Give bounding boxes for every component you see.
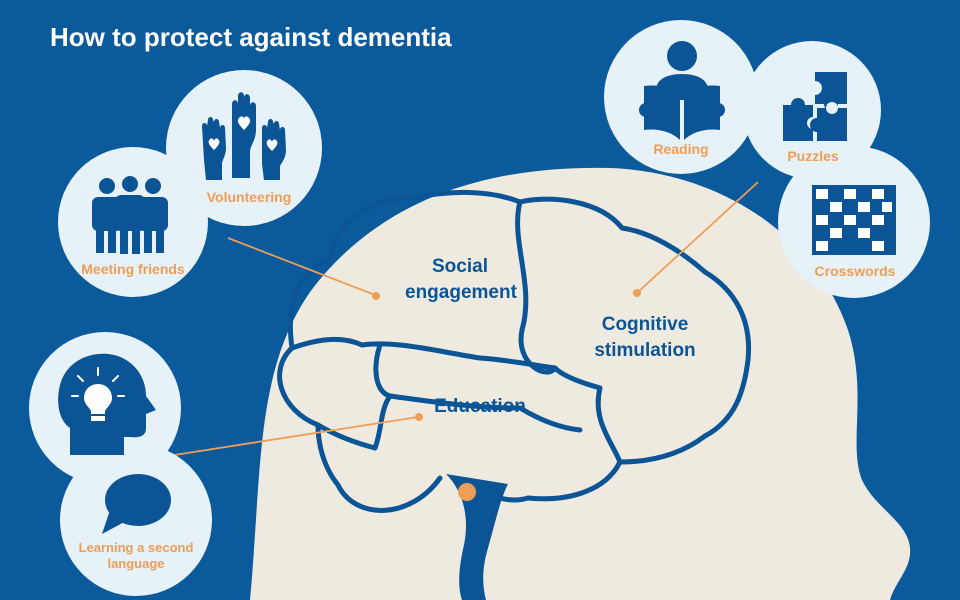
three-people-icon [92, 176, 168, 254]
brain-stem-dot [458, 483, 476, 501]
activity-label-reading: Reading [653, 141, 709, 157]
region-label-cognitive-stimulation: Cognitive stimulation [594, 314, 696, 361]
brain-fold-education-top [387, 393, 523, 411]
page-title: How to protect against dementia [50, 22, 452, 52]
person-reading-book-icon [639, 41, 725, 140]
activity-label-learning-second-language: Learning a second language [78, 540, 194, 571]
connector-dot-education [415, 413, 423, 421]
head-lightbulb-icon [58, 353, 156, 455]
speech-bubble-icon [102, 474, 171, 534]
connector-social [227, 237, 376, 296]
activity-label-volunteering: Volunteering [206, 189, 292, 205]
region-label-social-engagement: Social engagement [405, 256, 517, 303]
brain-fold-lower [315, 422, 378, 451]
connector-dot-social [372, 292, 380, 300]
brain [277, 189, 752, 513]
brain-fold-cognitive [552, 365, 623, 465]
crossword-grid-icon [812, 185, 896, 255]
brain-outline [277, 189, 752, 513]
connector-dot-cognitive [633, 289, 641, 297]
brain-fold-small [517, 405, 583, 433]
connector-education [167, 416, 419, 457]
connector-cognitive [637, 181, 759, 293]
raised-hands-hearts-icon [202, 92, 286, 180]
puzzle-pieces-icon [783, 72, 847, 141]
brain-stem [446, 474, 508, 600]
brain-fold-social-bottom [289, 337, 558, 371]
activity-label-puzzles: Puzzles [787, 148, 839, 164]
activity-label-meeting-friends: Meeting friends [81, 261, 185, 277]
brain-fold-social-right [515, 199, 558, 375]
activity-label-crosswords: Crosswords [814, 263, 896, 279]
connectors [167, 181, 759, 457]
connector-dots [372, 289, 641, 421]
region-label-education: Education [434, 396, 526, 417]
